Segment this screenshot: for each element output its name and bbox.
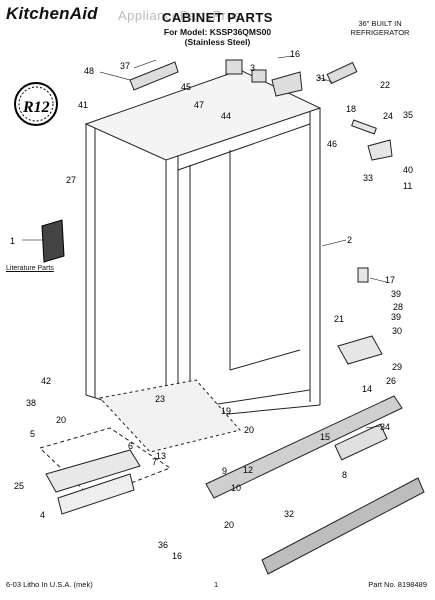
callout-46: 46 [327, 139, 337, 149]
r12-badge [14, 82, 58, 126]
top-hardware [129, 59, 358, 97]
literature-parts-icon [41, 219, 65, 263]
callout-42: 42 [41, 376, 51, 386]
product-type: 36" BUILT IN REFRIGERATOR [335, 19, 425, 37]
kickplate-grille [205, 395, 425, 575]
callout-20a: 20 [56, 415, 66, 425]
footer-print-info: 6-03 Litho In U.S.A. (mek) [6, 580, 93, 589]
callout-16-top: 16 [290, 49, 300, 59]
callout-9: 9 [222, 466, 227, 476]
callout-40: 40 [403, 165, 413, 175]
callout-26: 26 [386, 376, 396, 386]
callout-10: 10 [231, 483, 241, 493]
callout-39b: 39 [391, 312, 401, 322]
callout-5: 5 [30, 429, 35, 439]
callout-7: 7 [152, 457, 157, 467]
callout-8: 8 [342, 470, 347, 480]
callout-28: 28 [393, 302, 403, 312]
callout-3: 3 [250, 63, 255, 73]
callout-41: 41 [78, 100, 88, 110]
r12-badge-text: R12 [22, 99, 50, 116]
callout-36: 36 [158, 540, 168, 550]
callout-24: 24 [383, 111, 393, 121]
callout-29: 29 [392, 362, 402, 372]
callout-14: 14 [362, 384, 372, 394]
callout-39a: 39 [391, 289, 401, 299]
callout-25: 25 [14, 481, 24, 491]
product-type-line-1: 36" BUILT IN [358, 19, 402, 28]
callout-48: 48 [84, 66, 94, 76]
callout-20c: 20 [224, 520, 234, 530]
callout-6: 6 [128, 441, 133, 451]
right-side-parts [337, 119, 393, 365]
diagram-title: CABINET PARTS [162, 10, 273, 25]
callout-47: 47 [194, 100, 204, 110]
callout-33: 33 [363, 173, 373, 183]
callout-23: 23 [155, 394, 165, 404]
product-type-line-2: REFRIGERATOR [350, 28, 410, 37]
callout-16: 16 [172, 551, 182, 561]
footer-page-number: 1 [214, 580, 219, 589]
model-number: For Model: KSSP36QMS00 [163, 27, 272, 37]
callout-22: 22 [380, 80, 390, 90]
footer-part-number: Part No. 8198489 [368, 580, 427, 589]
leader-lines [22, 55, 387, 429]
callout-31: 31 [316, 73, 326, 83]
base-assembly [39, 379, 241, 515]
callout-18: 18 [346, 104, 356, 114]
callout-21: 21 [334, 314, 344, 324]
model-variant: (Stainless Steel) [184, 37, 251, 47]
callout-45: 45 [181, 82, 191, 92]
callout-12: 12 [243, 465, 253, 475]
callout-32: 32 [284, 509, 294, 519]
callout-4: 4 [40, 510, 45, 520]
callout-27: 27 [66, 175, 76, 185]
callout-19: 19 [221, 406, 231, 416]
callout-13: 13 [156, 451, 166, 461]
callout-11: 11 [403, 181, 412, 191]
callout-2: 2 [347, 235, 352, 245]
callout-15: 15 [320, 432, 330, 442]
callout-20b: 20 [244, 425, 254, 435]
watermark: AppliancePartsPros [118, 8, 242, 23]
callout-44: 44 [221, 111, 231, 121]
callout-1: 1 [10, 236, 15, 246]
callout-34: 34 [380, 422, 390, 432]
callout-37: 37 [120, 61, 130, 71]
callout-17: 17 [385, 275, 395, 285]
callout-38: 38 [26, 398, 36, 408]
literature-parts-label: Literature Parts [6, 265, 54, 272]
cabinet-body [84, 69, 322, 421]
callout-30: 30 [392, 326, 402, 336]
brand-logo: KitchenAid [6, 4, 98, 23]
callout-35: 35 [403, 110, 413, 120]
